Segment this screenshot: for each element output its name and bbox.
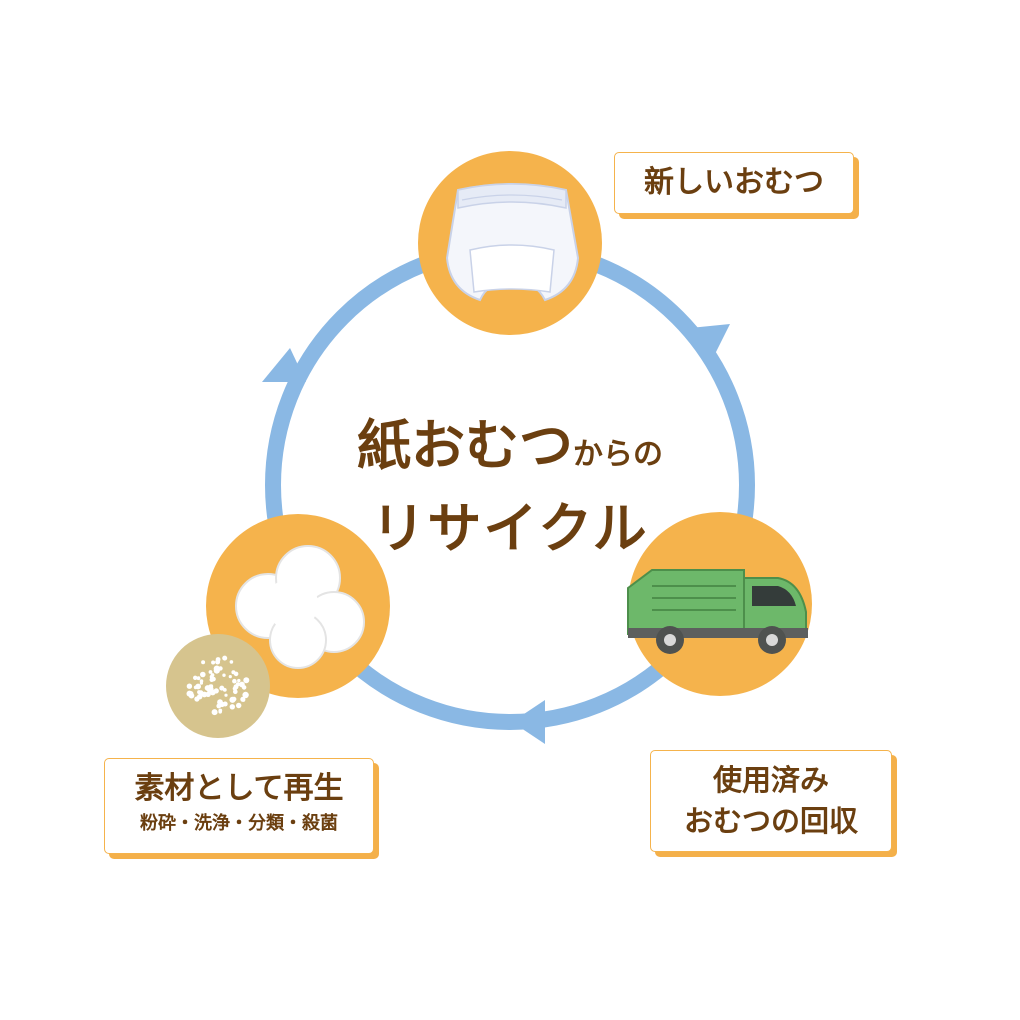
arrow-to-new-icon: [262, 348, 306, 382]
pellet-dot: [207, 685, 214, 693]
pellet-dot: [193, 675, 198, 680]
pellet-dot: [211, 709, 218, 716]
title-small-text: からの: [573, 437, 663, 472]
pellet-dot: [228, 675, 232, 679]
title-line-1: 紙おむつからの: [330, 412, 690, 493]
pellet-dot: [242, 691, 249, 699]
pellet-dot: [232, 678, 237, 684]
pellet-dot: [186, 683, 193, 689]
pellet-dot: [222, 673, 226, 677]
pellet-dot: [209, 677, 214, 682]
pellet-dot: [199, 681, 203, 685]
pellet-dot: [237, 678, 241, 683]
pellet-dot: [205, 691, 211, 697]
arrow-to-collect-icon: [690, 324, 730, 360]
recycle-label-main: 素材として再生: [134, 771, 344, 806]
arrow-to-recycle-icon: [512, 700, 545, 744]
new-diaper-label: 新しいおむつ: [614, 152, 854, 214]
pellet-dot: [236, 702, 242, 709]
pellet-dot: [233, 689, 238, 695]
pellet-dot: [231, 696, 237, 702]
collect-label-line-1: 使用済み: [712, 763, 829, 797]
pellet-dot: [229, 704, 235, 710]
pellet-dot: [243, 677, 250, 684]
pellet-dot: [229, 660, 234, 664]
pellet-icon: [166, 634, 270, 738]
pellet-dot: [233, 671, 239, 677]
pellet-dot: [224, 693, 228, 697]
pellet-dot: [188, 692, 195, 699]
pellet-dot: [197, 694, 203, 700]
pellet-dot: [241, 697, 246, 702]
pellet-dot: [222, 655, 228, 661]
recycle-label-sub: 粉砕・洗浄・分類・殺菌: [140, 813, 338, 834]
diaper-icon: [418, 151, 602, 335]
pellet-dot: [210, 673, 215, 677]
pellet-dot: [213, 665, 220, 672]
pellet-dot: [213, 688, 219, 694]
collect-label: 使用済み おむつの回収: [650, 750, 892, 852]
pellet-dot: [196, 676, 201, 681]
title-big-text: 紙おむつ: [357, 414, 573, 477]
garbage-truck-icon: [627, 512, 812, 696]
pellet-dot: [211, 660, 216, 665]
recycle-label: 素材として再生 粉砕・洗浄・分類・殺菌: [104, 758, 374, 854]
pellet-dot: [218, 710, 222, 714]
pellet-dot: [195, 683, 202, 690]
pellet-dot: [200, 671, 206, 678]
center-title: 紙おむつからの リサイクル: [330, 412, 690, 565]
pellet-dot: [215, 657, 221, 662]
pellet-dot: [208, 670, 213, 674]
title-line-2: リサイクル: [371, 497, 649, 560]
pellet-dot: [240, 682, 245, 687]
pellet-dot: [233, 684, 239, 690]
pellet-dot: [201, 660, 206, 665]
pellet-dot: [222, 688, 227, 692]
collect-label-line-2: おむつの回収: [683, 804, 858, 838]
pellet-dot: [217, 699, 223, 706]
